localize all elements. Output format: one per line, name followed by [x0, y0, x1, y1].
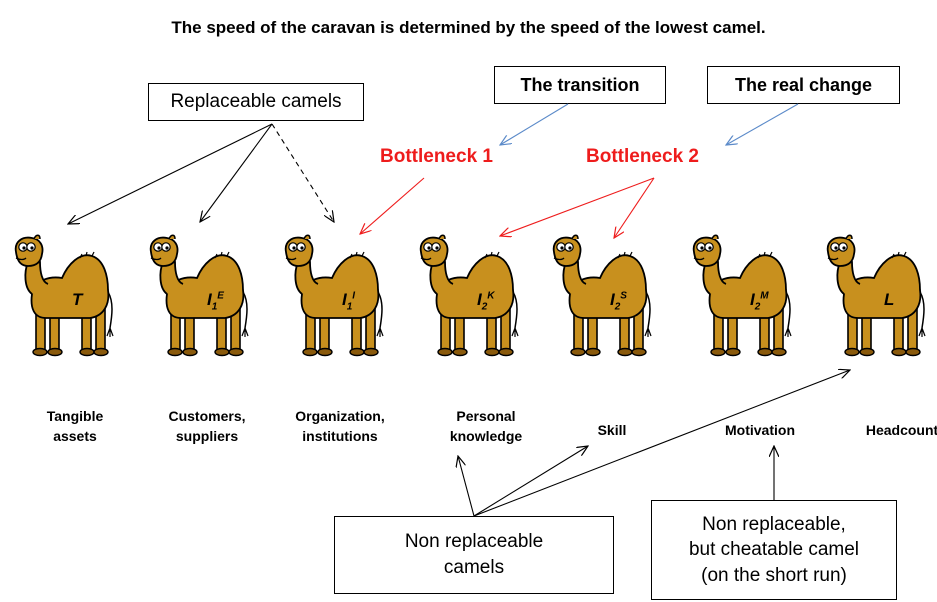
camel-label-line: Personal	[456, 408, 516, 424]
transition-box: The transition	[494, 66, 666, 104]
transition-text: The transition	[520, 74, 640, 95]
camel-label-1: Tangible assets	[10, 406, 140, 447]
camel-symbol: T	[72, 290, 82, 310]
arrow-nonrep-to-skill	[473, 446, 588, 517]
camel-symbol-subscript: 2	[481, 301, 488, 313]
real-change-text: The real change	[734, 74, 873, 95]
camel-label-line: Tangible	[46, 408, 104, 424]
arrow-replaceable-to-organization	[271, 123, 334, 222]
camel-symbol-subscript: 1	[211, 301, 218, 313]
replaceable-camels-text: Replaceable camels	[170, 91, 342, 113]
cheatable-line-3: (on the short run)	[701, 564, 847, 586]
camel-symbol: I2K	[477, 290, 495, 312]
camel-7: L	[822, 232, 932, 362]
camel-label-line: knowledge	[449, 428, 523, 445]
arrow-nonrep-to-knowledge	[458, 456, 475, 517]
camel-3: I1I	[280, 232, 390, 362]
camel-symbol: I1E	[207, 290, 224, 312]
cheatable-camel-box: Non replaceable, but cheatable camel (on…	[651, 500, 897, 600]
arrow-bottleneck-2-to-skill	[614, 177, 655, 238]
camel-symbol: I2M	[750, 290, 769, 312]
real-change-box: The real change	[707, 66, 900, 104]
camel-label-line: institutions	[302, 428, 378, 445]
camel-label-6: Motivation	[695, 420, 825, 440]
camel-symbol-superscript: E	[217, 290, 224, 302]
arrow-replaceable-to-customers	[200, 123, 273, 222]
camel-label-line: Skill	[597, 422, 627, 438]
camel-5: I2S	[548, 232, 658, 362]
camel-symbol-superscript: S	[620, 290, 627, 302]
camel-label-line: Organization,	[295, 408, 385, 424]
camel-symbol-letter: I	[342, 290, 347, 309]
camel-symbol-letter: L	[884, 290, 895, 309]
arrow-nonrep-to-headcount	[473, 370, 850, 517]
camel-label-4: Personal knowledge	[421, 406, 551, 447]
camel-symbol-letter: I	[207, 290, 212, 309]
camel-symbol: L	[884, 290, 894, 310]
camel-label-line: assets	[53, 428, 97, 445]
bottleneck-2-label: Bottleneck 2	[586, 146, 699, 167]
camel-2: I1E	[145, 232, 255, 362]
camel-label-3: Organization, institutions	[275, 406, 405, 447]
cheatable-line-1: Non replaceable,	[702, 513, 846, 535]
bottleneck-1-label: Bottleneck 1	[380, 146, 493, 167]
non-replaceable-box: Non replaceable camels	[334, 516, 614, 594]
camel-symbol-letter: T	[72, 290, 83, 309]
camel-symbol-letter: I	[610, 290, 615, 309]
camel-symbol-letter: I	[477, 290, 482, 309]
camel-4: I2K	[415, 232, 525, 362]
camel-1: T	[10, 232, 120, 362]
camel-symbol-superscript: K	[487, 290, 495, 302]
arrow-replaceable-to-tangible	[68, 123, 273, 224]
camel-symbol-superscript: M	[760, 290, 769, 302]
camel-6: I2M	[688, 232, 798, 362]
diagram-title: The speed of the caravan is determined b…	[171, 18, 766, 37]
camel-label-line: Headcount	[865, 422, 937, 438]
cheatable-line-2: but cheatable camel	[688, 539, 860, 561]
camel-label-line: Customers,	[168, 408, 246, 424]
arrow-bottleneck-1-to-organization	[360, 177, 425, 234]
camel-label-line: Motivation	[725, 422, 795, 438]
camel-label-5: Skill	[547, 420, 677, 440]
non-replaceable-line-2: camels	[443, 557, 505, 578]
camel-label-2: Customers, suppliers	[142, 406, 272, 447]
arrow-bottleneck-2-to-knowledge	[500, 177, 655, 236]
camel-symbol-subscript: 2	[614, 301, 621, 313]
arrow-real-change-to-bottleneck-2	[726, 103, 799, 145]
camel-symbol: I2S	[610, 290, 627, 312]
camel-symbol: I1I	[342, 290, 355, 312]
camel-symbol-subscript: 1	[346, 301, 353, 313]
camel-label-line: suppliers	[175, 428, 239, 445]
camel-symbol-superscript: I	[352, 290, 356, 302]
camel-symbol-subscript: 2	[754, 301, 761, 313]
camel-symbol-letter: I	[750, 290, 755, 309]
non-replaceable-line-1: Non replaceable	[404, 531, 544, 553]
arrow-transition-to-bottleneck-1	[500, 103, 569, 145]
camel-label-7: Headcount	[837, 420, 937, 440]
replaceable-camels-box: Replaceable camels	[148, 83, 364, 121]
